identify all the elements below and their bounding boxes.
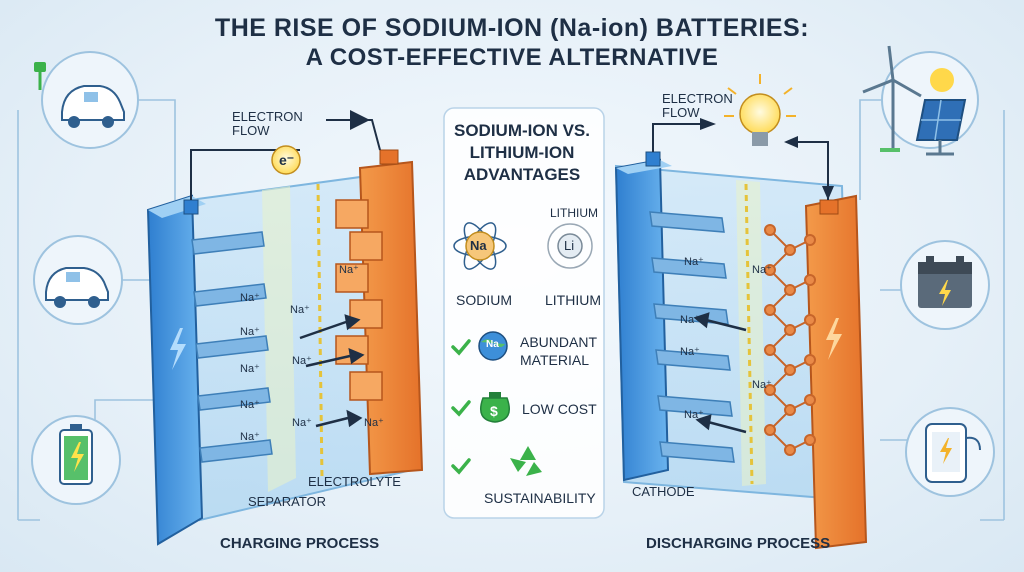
ion-label: Na⁺ [680, 345, 700, 358]
sodium-name: SODIUM [456, 292, 512, 308]
lithium-tag: LITHIUM [550, 206, 598, 220]
left-electron-flow-line-2: FLOW [232, 124, 303, 138]
panel-heading: SODIUM-ION VS. LITHIUM-ION ADVANTAGES [446, 120, 598, 186]
ion-label: Na⁺ [292, 354, 312, 367]
lithium-name: LITHIUM [545, 292, 601, 308]
globe-sodium-symbol: Na [486, 339, 499, 350]
panel-heading-line-2: LITHIUM-ION [446, 142, 598, 164]
car-battery-icon [901, 241, 989, 329]
ion-label: Na⁺ [752, 263, 772, 276]
ion-label: Na⁺ [680, 313, 700, 326]
electrolyte-label: ELECTROLYTE [308, 474, 401, 489]
ion-label: Na⁺ [240, 398, 260, 411]
ion-label: Na⁺ [290, 303, 310, 316]
panel-heading-line-1: SODIUM-ION VS. [446, 120, 598, 142]
ion-label: Na⁺ [292, 416, 312, 429]
charging-process-label: CHARGING PROCESS [220, 535, 379, 552]
right-electron-flow-label: ELECTRON FLOW [662, 92, 733, 120]
battery-charging-icon [32, 416, 120, 504]
left-electron-flow-line-1: ELECTRON [232, 110, 303, 124]
sodium-symbol: Na [470, 238, 487, 253]
ev-charging-icon [34, 52, 138, 148]
advantage-abundant-line-2: MATERIAL [520, 351, 597, 369]
car-icon [34, 236, 122, 324]
advantage-abundant-line-1: ABUNDANT [520, 333, 597, 351]
ion-label: Na⁺ [240, 291, 260, 304]
ion-label: Na⁺ [339, 263, 359, 276]
left-electron-flow-label: ELECTRON FLOW [232, 110, 303, 138]
money-bag-icon: $ [490, 403, 498, 419]
lithium-symbol: Li [564, 238, 574, 253]
power-bank-icon [906, 408, 994, 496]
ion-label: Na⁺ [240, 325, 260, 338]
right-electron-flow-line-2: FLOW [662, 106, 733, 120]
discharging-battery [616, 74, 866, 548]
ion-label: Na⁺ [684, 408, 704, 421]
ion-label: Na⁺ [684, 255, 704, 268]
discharging-process-label: DISCHARGING PROCESS [646, 535, 830, 552]
separator-label: SEPARATOR [248, 494, 326, 509]
ion-label: Na⁺ [240, 362, 260, 375]
ion-label: Na⁺ [364, 416, 384, 429]
advantage-low-cost: LOW COST [522, 400, 597, 418]
cathode-label: CATHODE [632, 484, 695, 499]
advantage-sustainability: SUSTAINABILITY [484, 489, 596, 507]
panel-heading-line-3: ADVANTAGES [446, 164, 598, 186]
advantage-abundant-material: ABUNDANT MATERIAL [520, 333, 597, 369]
electron-symbol: e⁻ [279, 152, 294, 169]
right-electron-flow-line-1: ELECTRON [662, 92, 733, 106]
ion-label: Na⁺ [752, 378, 772, 391]
ion-label: Na⁺ [240, 430, 260, 443]
